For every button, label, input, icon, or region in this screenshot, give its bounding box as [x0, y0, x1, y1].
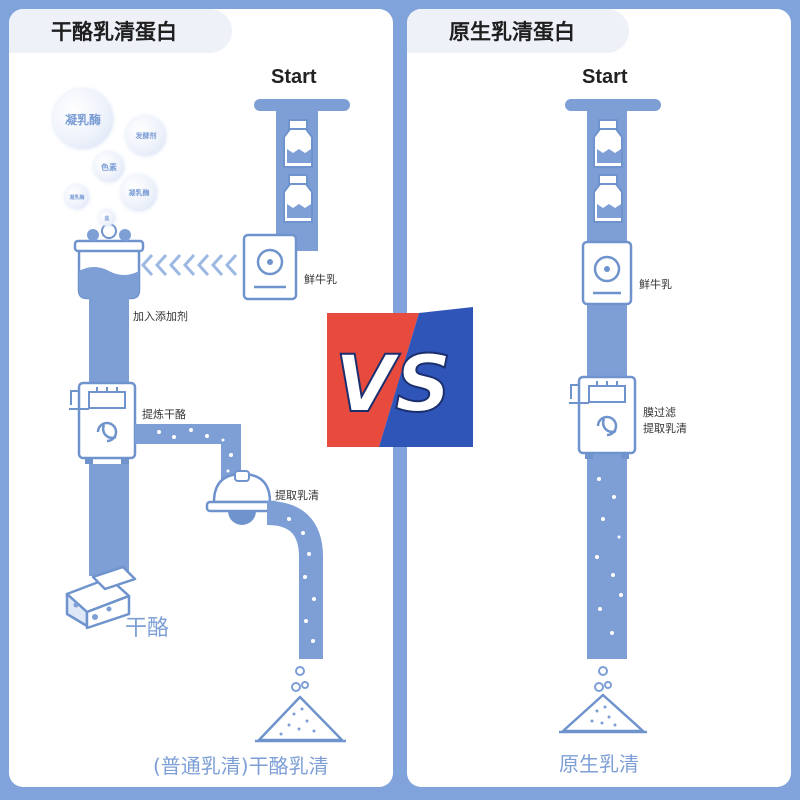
powder-drops [594, 666, 612, 692]
milk-carton-icon [283, 174, 313, 223]
whey-extractor-helmet-icon [205, 470, 279, 525]
whey-powder-pile-icon [255, 695, 346, 743]
start-label: Start [582, 66, 628, 88]
cheese-label: 干酪 [125, 616, 170, 641]
additive-bubble: 凝乳酶 [53, 89, 113, 149]
cheese-pipe [89, 464, 129, 576]
tank-pipe [89, 298, 129, 382]
cheese-refiner-machine-icon [69, 381, 137, 464]
whey-outlet-pipe [266, 501, 323, 659]
step-extract-whey-label: 提取乳清 [643, 422, 687, 435]
additive-bubble: 盐 [99, 210, 115, 226]
panel-title: 原生乳清蛋白 [407, 9, 629, 53]
whey-bubbles [157, 428, 233, 473]
step-extract-whey-label: 提取乳清 [275, 489, 319, 502]
milk-carton-icon [283, 119, 313, 168]
vs-text: VS [335, 340, 452, 430]
cheese-process-diagram [65, 99, 350, 743]
additive-bubble: 发酵剂 [126, 116, 166, 156]
cheese-icon [65, 565, 137, 630]
whey-pipe [135, 424, 241, 485]
panel-title: 干酪乳清蛋白 [9, 9, 232, 53]
step-add-additive-label: 加入添加剂 [133, 310, 188, 323]
start-bar [565, 99, 661, 111]
step-refine-cheese-label: 提炼干酪 [142, 408, 186, 421]
mixing-tank-icon [73, 223, 145, 300]
whey-bubbles [595, 477, 623, 635]
result-label: (普通乳清)干酪乳清 [153, 754, 329, 778]
result-label: 原生乳清 [559, 752, 639, 776]
fresh-milk-machine-icon [242, 233, 298, 301]
additive-bubble: 凝乳酶 [65, 185, 89, 209]
native-process-diagram [559, 99, 661, 734]
additive-bubble: 色素 [94, 152, 124, 182]
milk-carton-icon [593, 174, 623, 223]
step-fresh-milk-label: 鲜牛乳 [304, 273, 337, 286]
step-fresh-milk-label: 鲜牛乳 [639, 278, 672, 291]
milk-carton-icon [593, 119, 623, 168]
step-membrane-filter-label: 膜过滤 [643, 406, 676, 419]
membrane-filter-machine-icon [569, 375, 637, 459]
native-whey-powder-pile-icon [559, 693, 647, 734]
additive-bubble: 凝乳酶 [121, 175, 157, 211]
fresh-milk-machine-icon [581, 240, 633, 306]
start-label: Start [271, 66, 317, 88]
flow-chevrons-icon [140, 253, 238, 277]
powder-drops [291, 666, 309, 692]
whey-outlet-bubbles [287, 517, 316, 643]
vs-badge: VS [327, 307, 473, 447]
start-bar [254, 99, 350, 111]
native-whey-panel: 原生乳清蛋白 [407, 9, 791, 787]
